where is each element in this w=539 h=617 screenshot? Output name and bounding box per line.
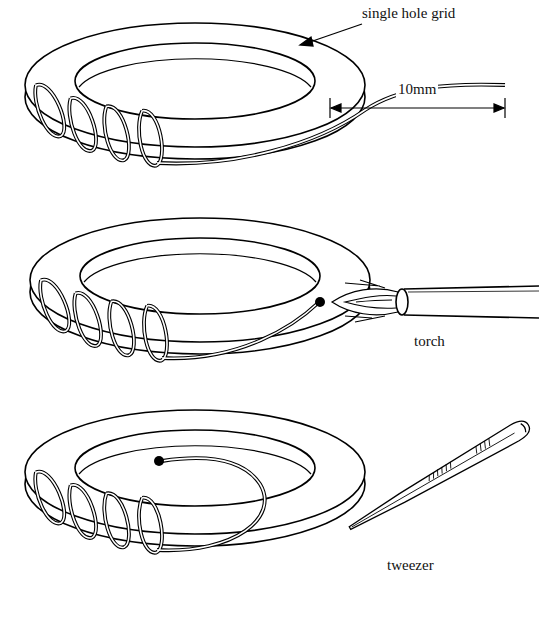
torch-icon [332,280,539,322]
tweezer-icon [346,417,533,536]
part-label: single hole grid [360,4,457,22]
grid-panel-2 [30,218,370,362]
grid-panel-3 [25,410,365,554]
grid-panel-1 [25,23,505,167]
dimension-line [330,98,505,118]
pointer-arrow [300,24,362,46]
dimension-label: 10mm [396,80,438,98]
tool-label: torch [412,332,447,350]
tool-label: tweezer [385,556,436,574]
